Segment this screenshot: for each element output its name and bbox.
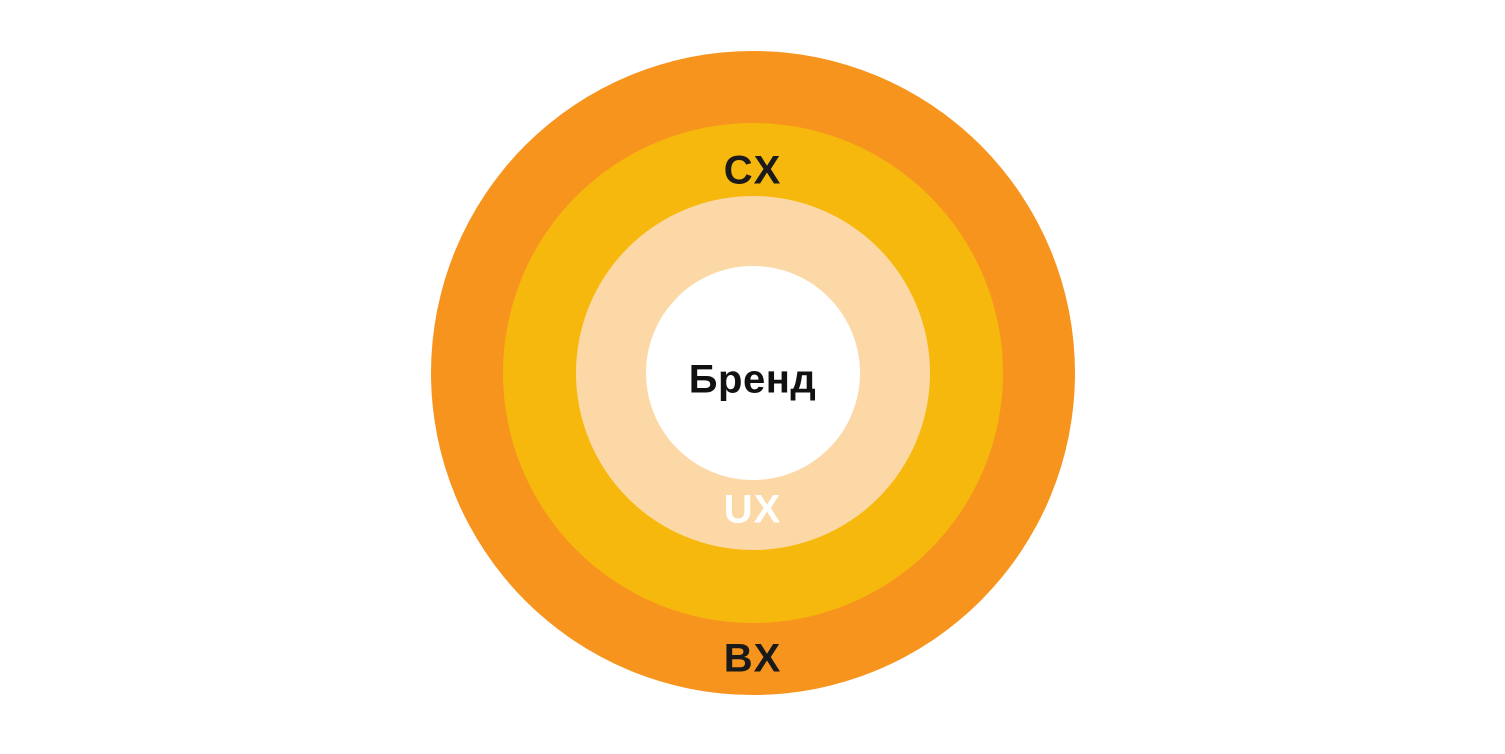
ring-label-bx: BX <box>723 636 782 681</box>
center-label-brand: Бренд <box>688 357 817 402</box>
center-circle <box>645 266 860 480</box>
ring-label-cx: CX <box>723 148 782 193</box>
ring-label-ux: UX <box>723 487 782 532</box>
